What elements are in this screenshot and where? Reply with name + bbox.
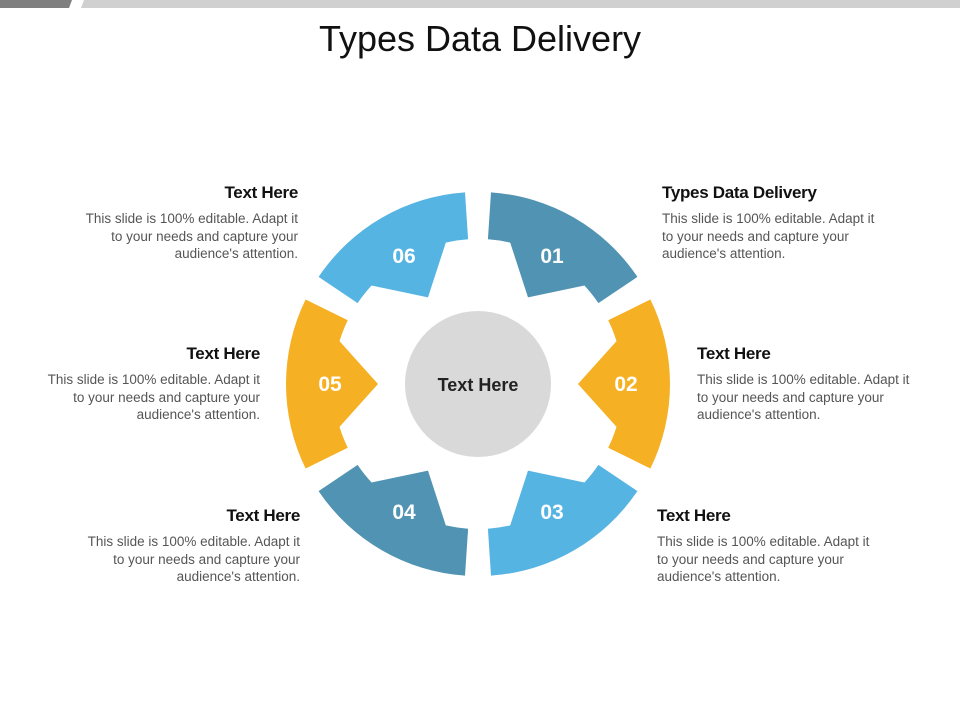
- item-04-text: Text Here This slide is 100% editable. A…: [75, 506, 301, 586]
- item-06-heading: Text Here: [224, 183, 298, 202]
- segment-06: [318, 192, 469, 304]
- item-04-body: This slide is 100% editable. Adapt it to…: [87, 534, 300, 584]
- item-03-heading: Text Here: [657, 506, 731, 525]
- segment-05: [286, 299, 378, 469]
- top-bar-light-segment: [81, 0, 960, 8]
- segment-02: [578, 299, 670, 469]
- item-03-text: Text Here This slide is 100% editable. A…: [657, 506, 882, 586]
- item-02-heading: Text Here: [697, 344, 771, 363]
- segment-04: [318, 464, 469, 576]
- top-decorative-bar: [0, 0, 960, 8]
- segment-number-06: 06: [392, 245, 415, 268]
- item-06-body: This slide is 100% editable. Adapt it to…: [85, 211, 298, 261]
- segment-number-05: 05: [318, 373, 342, 396]
- segment-03: [487, 464, 638, 576]
- item-06-text: Text Here This slide is 100% editable. A…: [73, 183, 299, 263]
- segment-01: [487, 192, 638, 304]
- item-04-heading: Text Here: [226, 506, 300, 525]
- item-05-heading: Text Here: [186, 344, 260, 363]
- item-02-body: This slide is 100% editable. Adapt it to…: [697, 372, 910, 422]
- item-01-heading: Types Data Delivery: [662, 183, 817, 202]
- item-03-body: This slide is 100% editable. Adapt it to…: [657, 534, 870, 584]
- center-circle: [405, 311, 551, 457]
- item-01-body: This slide is 100% editable. Adapt it to…: [662, 211, 875, 261]
- center-label: Text Here: [438, 375, 519, 395]
- item-02-text: Text Here This slide is 100% editable. A…: [697, 344, 922, 424]
- item-05-text: Text Here This slide is 100% editable. A…: [35, 344, 261, 424]
- item-01-text: Types Data Delivery This slide is 100% e…: [662, 183, 887, 263]
- page-title: Types Data Delivery: [318, 18, 642, 59]
- segment-number-02: 02: [614, 373, 637, 396]
- item-05-body: This slide is 100% editable. Adapt it to…: [47, 372, 260, 422]
- segment-number-03: 03: [540, 501, 563, 524]
- segment-number-04: 04: [392, 501, 416, 524]
- segment-number-01: 01: [540, 245, 564, 268]
- top-bar-dark-segment: [0, 0, 72, 8]
